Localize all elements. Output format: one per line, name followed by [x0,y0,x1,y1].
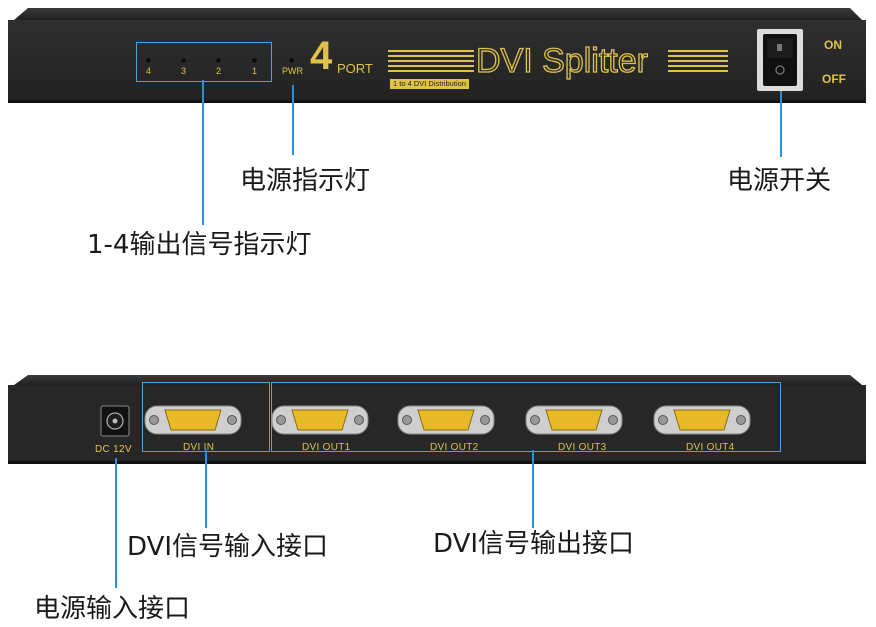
dvi-in-label: DVI IN [183,442,215,453]
led-3 [181,58,186,63]
switch-off-label: OFF [822,72,846,86]
led-label-4: 4 [146,66,152,76]
led-label-2: 2 [216,66,222,76]
callout-power-input: 电源输入接口 [34,594,191,624]
front-panel-chassis [8,8,866,103]
product-name: DVI Splitter [475,42,648,80]
dc-label: DC 12V [95,444,132,455]
callout-line-dvi-out [532,450,534,528]
led-1 [252,58,257,63]
pwr-label: PWR [282,66,303,76]
dvi-out-box [271,382,781,452]
callout-line-dc [115,458,117,588]
switch-on-label: ON [824,38,842,52]
callout-power-switch: 电源开关 [727,166,832,196]
rear-panel-chassis [8,375,866,464]
dvi-out1-label: DVI OUT1 [302,442,351,453]
dvi-out3-label: DVI OUT3 [558,442,607,453]
callout-line-signal [202,80,204,225]
callout-dvi-output: DVI信号输出接口 [433,529,635,559]
led-4 [146,58,151,63]
product-subtitle: 1 to 4 DVI Distribution [390,79,469,90]
led-2 [216,58,221,63]
led-label-3: 3 [181,66,187,76]
led-group-box [136,42,272,82]
port-number: 4 [310,34,333,78]
dvi-out2-label: DVI OUT2 [430,442,479,453]
callout-dvi-input: DVI信号输入接口 [127,532,329,562]
callout-line-switch [780,91,782,157]
led-label-1: 1 [252,66,258,76]
rear-panel: DC 12V DVI IN DVI OUT1 DVI OUT2 DVI OUT3… [0,370,876,470]
callout-line-dvi-in [205,450,207,528]
dvi-out4-label: DVI OUT4 [686,442,735,453]
power-led [289,58,294,63]
callout-line-power-led [292,85,294,155]
port-word: PORT [337,61,373,76]
front-panel: 4 3 2 1 PWR 4 PORT DVI Splitter 1 to 4 D… [0,0,876,110]
callout-power-indicator: 电源指示灯 [240,166,371,196]
callout-signal-indicators: 1-4输出信号指示灯 [87,230,312,260]
